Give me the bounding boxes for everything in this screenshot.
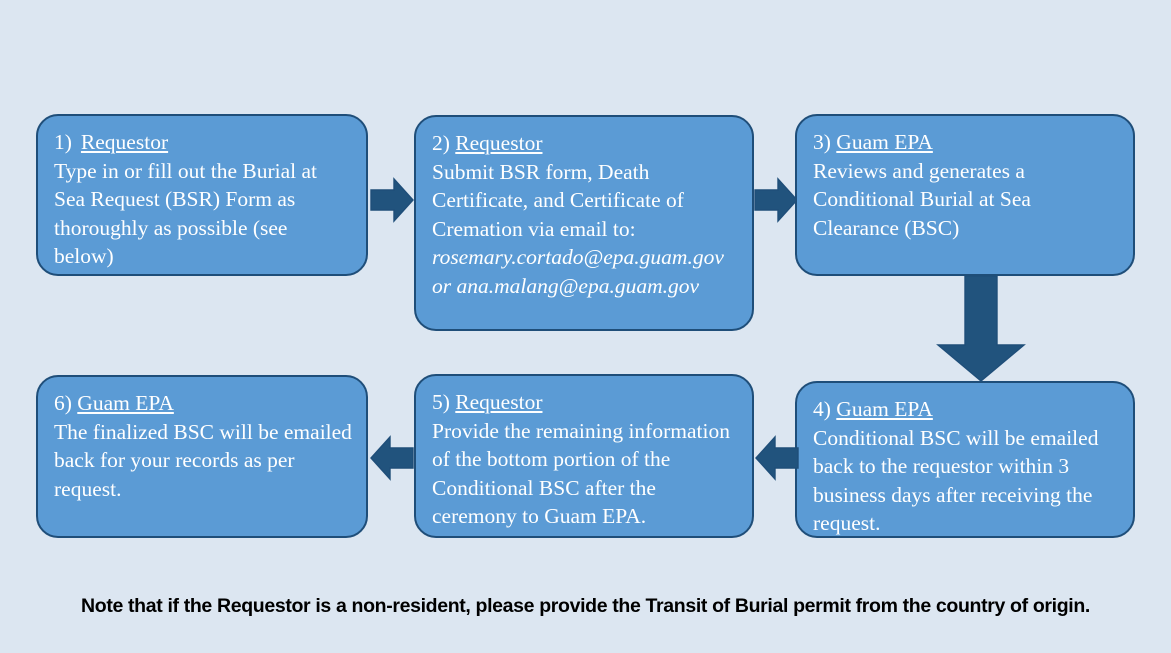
step-3-body: Reviews and generates a Conditional Buri… bbox=[813, 158, 1031, 240]
step-5-heading: 5) Requestor bbox=[432, 388, 738, 417]
process-box-step-5[interactable]: 5) Requestor Provide the remaining infor… bbox=[414, 374, 754, 538]
step-2-role: Requestor bbox=[455, 131, 543, 155]
footer-note: Note that if the Requestor is a non-resi… bbox=[81, 595, 1090, 617]
step-6-role: Guam EPA bbox=[77, 391, 174, 415]
arrow-step-5-to-step-6 bbox=[370, 434, 414, 482]
step-1-body: Type in or fill out the Burial at Sea Re… bbox=[54, 158, 318, 269]
step-2-number: 2) bbox=[432, 131, 450, 155]
step-6-body: The finalized BSC will be emailed back f… bbox=[54, 419, 352, 501]
step-3-role: Guam EPA bbox=[836, 130, 933, 154]
arrow-step-3-to-step-4 bbox=[936, 275, 1026, 383]
arrow-step-4-to-step-5 bbox=[755, 434, 799, 482]
step-1-number: 1) bbox=[54, 130, 72, 154]
step-3-number: 3) bbox=[813, 130, 831, 154]
step-5-role: Requestor bbox=[455, 390, 543, 414]
process-box-step-6[interactable]: 6) Guam EPA The finalized BSC will be em… bbox=[36, 375, 368, 538]
step-3-heading: 3) Guam EPA bbox=[813, 128, 1119, 157]
step-2-heading: 2) Requestor bbox=[432, 129, 738, 158]
process-box-step-2[interactable]: 2) Requestor Submit BSR form, Death Cert… bbox=[414, 115, 754, 331]
step-4-number: 4) bbox=[813, 397, 831, 421]
step-6-heading: 6) Guam EPA bbox=[54, 389, 352, 418]
step-5-body: Provide the remaining information of the… bbox=[432, 418, 730, 529]
process-box-step-1[interactable]: 1) Requestor Type in or fill out the Buri… bbox=[36, 114, 368, 276]
process-box-step-4[interactable]: 4) Guam EPA Conditional BSC will be emai… bbox=[795, 381, 1135, 538]
step-4-body: Conditional BSC will be emailed back to … bbox=[813, 425, 1099, 536]
arrow-step-1-to-step-2 bbox=[370, 176, 414, 224]
process-box-step-3[interactable]: 3) Guam EPA Reviews and generates a Cond… bbox=[795, 114, 1135, 276]
step-4-heading: 4) Guam EPA bbox=[813, 395, 1119, 424]
step-2-email-primary[interactable]: rosemary.cortado@epa.guam.gov bbox=[432, 245, 724, 270]
step-2-body: Submit BSR form, Death Certificate, and … bbox=[432, 159, 684, 241]
step-6-number: 6) bbox=[54, 391, 72, 415]
step-1-heading: 1) Requestor bbox=[54, 128, 352, 157]
step-2-email-secondary[interactable]: or ana.malang@epa.guam.gov bbox=[432, 273, 700, 298]
arrow-step-2-to-step-3 bbox=[754, 176, 798, 224]
step-1-role: Requestor bbox=[80, 130, 169, 154]
step-4-role: Guam EPA bbox=[836, 397, 933, 421]
step-5-number: 5) bbox=[432, 390, 450, 414]
